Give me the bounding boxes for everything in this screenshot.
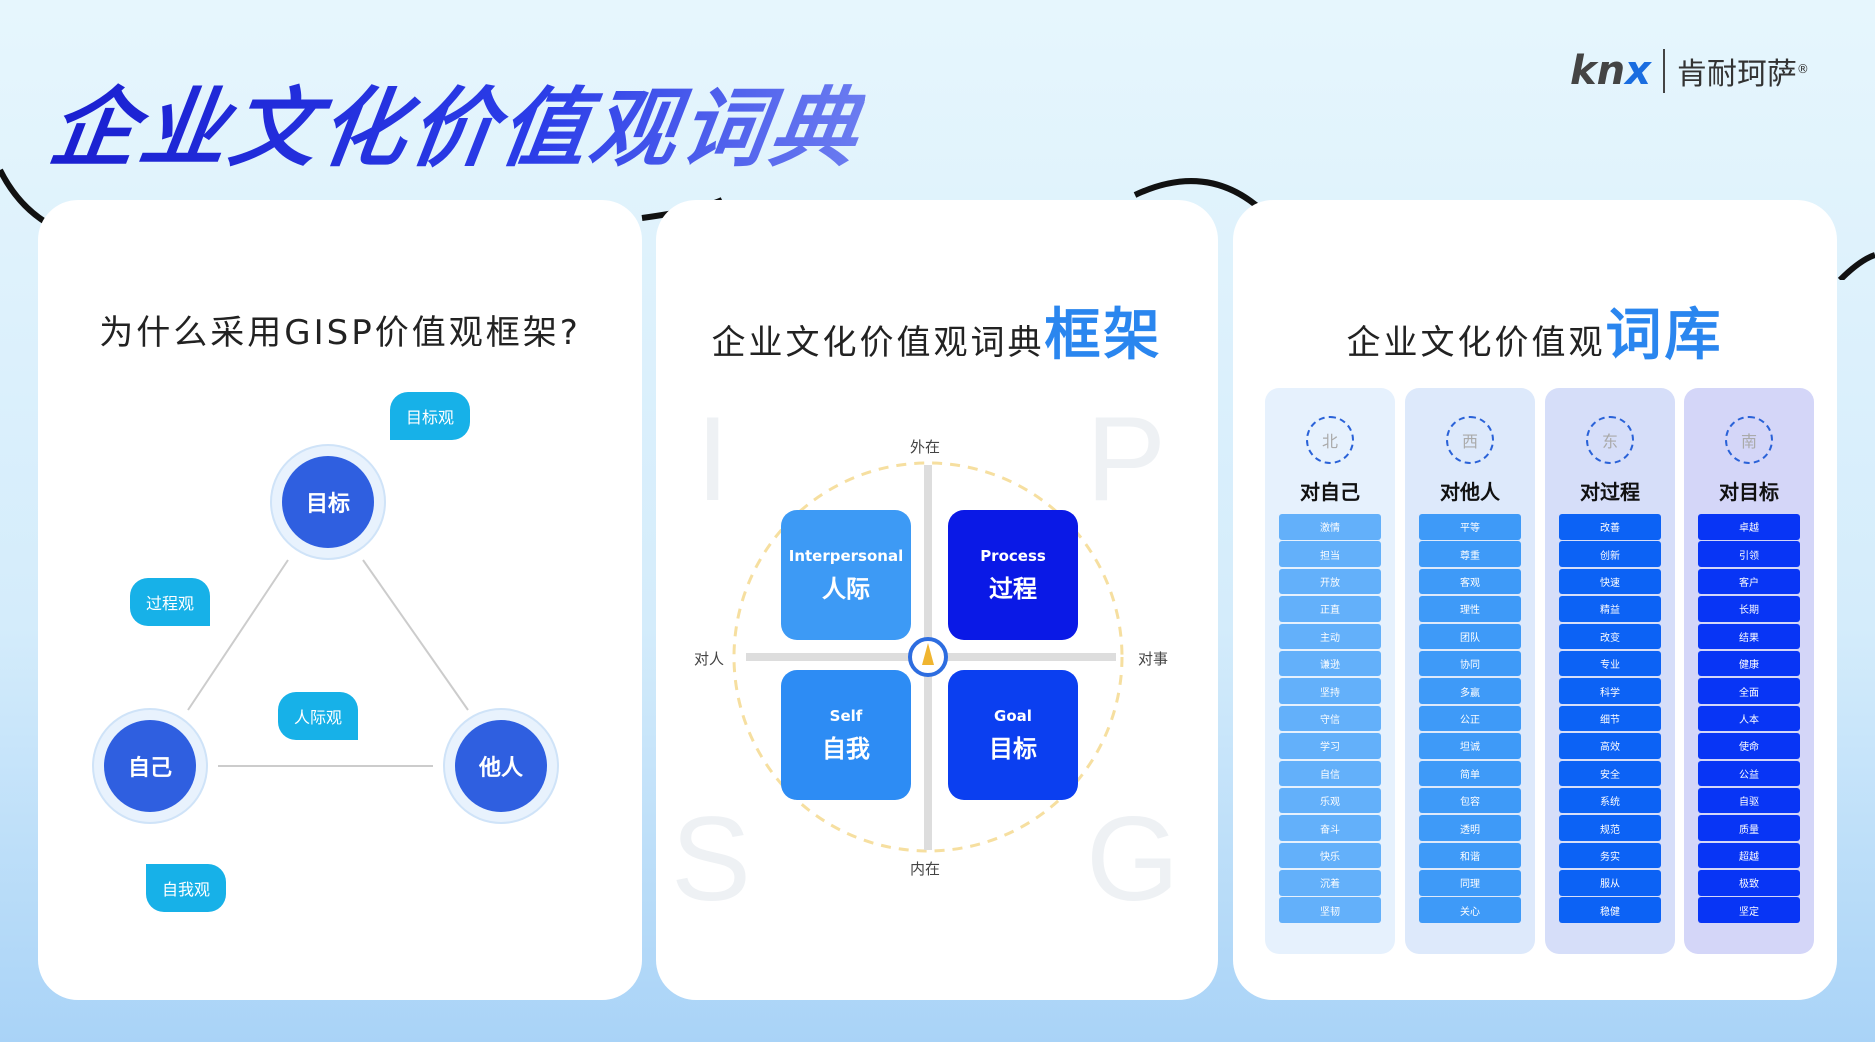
lexicon-column: 北对自己激情担当开放正直主动谦逊坚持守信学习自信乐观奋斗快乐沉着坚韧 [1265, 388, 1395, 954]
axes [732, 461, 1124, 853]
triangle-arrows [187, 559, 469, 767]
letter-g: G [1086, 792, 1180, 926]
value-word: 安全 [1559, 760, 1661, 787]
column-title: 对过程 [1580, 480, 1640, 504]
value-word: 服从 [1559, 870, 1661, 896]
value-word: 和谐 [1419, 842, 1521, 869]
value-word: 坚定 [1698, 897, 1800, 923]
compass-icon: 西 [1446, 416, 1494, 464]
value-word: 客观 [1419, 568, 1521, 595]
value-word: 质量 [1698, 815, 1800, 841]
value-word: 稳健 [1559, 897, 1661, 923]
value-word: 长期 [1698, 596, 1800, 622]
value-word: 创新 [1559, 541, 1661, 567]
value-word: 简单 [1419, 760, 1521, 787]
value-word: 沉着 [1279, 870, 1381, 896]
value-word: 团队 [1419, 623, 1521, 650]
node-self: 自己 [104, 720, 196, 812]
bubble-process: 过程观 [130, 578, 211, 626]
letter-s: S [671, 792, 752, 926]
value-word: 细节 [1559, 705, 1661, 732]
lexicon-column: 东对过程改善创新快速精益改变专业科学细节高效安全系统规范务实服从稳健 [1545, 388, 1675, 954]
value-word: 正直 [1279, 596, 1381, 622]
bubble-interpersonal: 人际观 [278, 692, 359, 740]
value-word: 自信 [1279, 760, 1381, 787]
logo: knx 肯耐珂萨® [1570, 48, 1809, 94]
value-word: 使命 [1698, 733, 1800, 759]
column-title: 对自己 [1300, 480, 1360, 504]
value-word: 乐观 [1279, 787, 1381, 814]
bubble-goal: 目标观 [390, 392, 471, 440]
value-word: 主动 [1279, 623, 1381, 650]
value-word: 激情 [1279, 514, 1381, 540]
value-word: 谦逊 [1279, 650, 1381, 677]
value-word: 担当 [1279, 541, 1381, 567]
compass-icon: 东 [1586, 416, 1634, 464]
node-goal: 目标 [282, 456, 374, 548]
value-word: 健康 [1698, 650, 1800, 677]
value-word: 平等 [1419, 514, 1521, 540]
axis-bottom-label: 内在 [910, 860, 941, 878]
value-word: 守信 [1279, 705, 1381, 732]
axis-right-label: 对事 [1138, 650, 1169, 668]
lexicon-column: 南对目标卓越引领客户长期结果健康全面人本使命公益自驱质量超越极致坚定 [1684, 388, 1814, 954]
card-why-gisp: 为什么采用GISP价值观框架? 目标 自己 他人 目标观 过程观 人际观 自我观 [38, 200, 642, 1000]
letter-p: P [1086, 392, 1167, 526]
value-word: 卓越 [1698, 514, 1800, 540]
value-word: 坚持 [1279, 678, 1381, 704]
value-word: 自驱 [1698, 787, 1800, 814]
value-word: 尊重 [1419, 541, 1521, 567]
value-word: 结果 [1698, 623, 1800, 650]
value-word: 快乐 [1279, 842, 1381, 869]
lexicon-column: 西对他人平等尊重客观理性团队协同多赢公正坦诚简单包容透明和谐同理关心 [1405, 388, 1535, 954]
value-word: 科学 [1559, 678, 1661, 704]
value-word: 务实 [1559, 842, 1661, 869]
bubble-self: 自我观 [146, 864, 227, 912]
value-word: 公益 [1698, 760, 1800, 787]
value-word: 理性 [1419, 596, 1521, 622]
node-others: 他人 [455, 720, 547, 812]
value-word: 关心 [1419, 897, 1521, 923]
letter-i: I [696, 392, 730, 526]
value-word: 包容 [1419, 787, 1521, 814]
value-word: 系统 [1559, 787, 1661, 814]
compass-icon: 北 [1306, 416, 1354, 464]
value-word: 改善 [1559, 514, 1661, 540]
value-word: 人本 [1698, 705, 1800, 732]
value-word: 多赢 [1419, 678, 1521, 704]
value-word: 坦诚 [1419, 733, 1521, 759]
axis-left-label: 对人 [694, 650, 725, 668]
value-word: 坚韧 [1279, 897, 1381, 923]
value-word: 公正 [1419, 705, 1521, 732]
value-word: 高效 [1559, 733, 1661, 759]
column-title: 对他人 [1440, 480, 1500, 504]
value-word: 奋斗 [1279, 815, 1381, 841]
value-word: 开放 [1279, 568, 1381, 595]
value-word: 规范 [1559, 815, 1661, 841]
value-word: 同理 [1419, 870, 1521, 896]
compass-icon: 南 [1725, 416, 1773, 464]
card-heading: 企业文化价值观词典框架 [711, 303, 1163, 368]
value-word: 快速 [1559, 568, 1661, 595]
value-word: 全面 [1698, 678, 1800, 704]
card-heading: 企业文化价值观词库 [1346, 303, 1724, 368]
value-word: 协同 [1419, 650, 1521, 677]
value-word: 改变 [1559, 623, 1661, 650]
value-word: 极致 [1698, 870, 1800, 896]
axis-top-label: 外在 [910, 438, 941, 456]
column-title: 对目标 [1719, 480, 1779, 504]
value-word: 专业 [1559, 650, 1661, 677]
value-word: 超越 [1698, 842, 1800, 869]
value-word: 透明 [1419, 815, 1521, 841]
value-word: 客户 [1698, 568, 1800, 595]
value-word: 学习 [1279, 733, 1381, 759]
card-heading: 为什么采用GISP价值观框架? [99, 313, 581, 353]
card-framework: 企业文化价值观词典框架 I P S G 外在 内在 对人 对事 Interper… [656, 200, 1218, 1000]
value-word: 引领 [1698, 541, 1800, 567]
value-word: 精益 [1559, 596, 1661, 622]
